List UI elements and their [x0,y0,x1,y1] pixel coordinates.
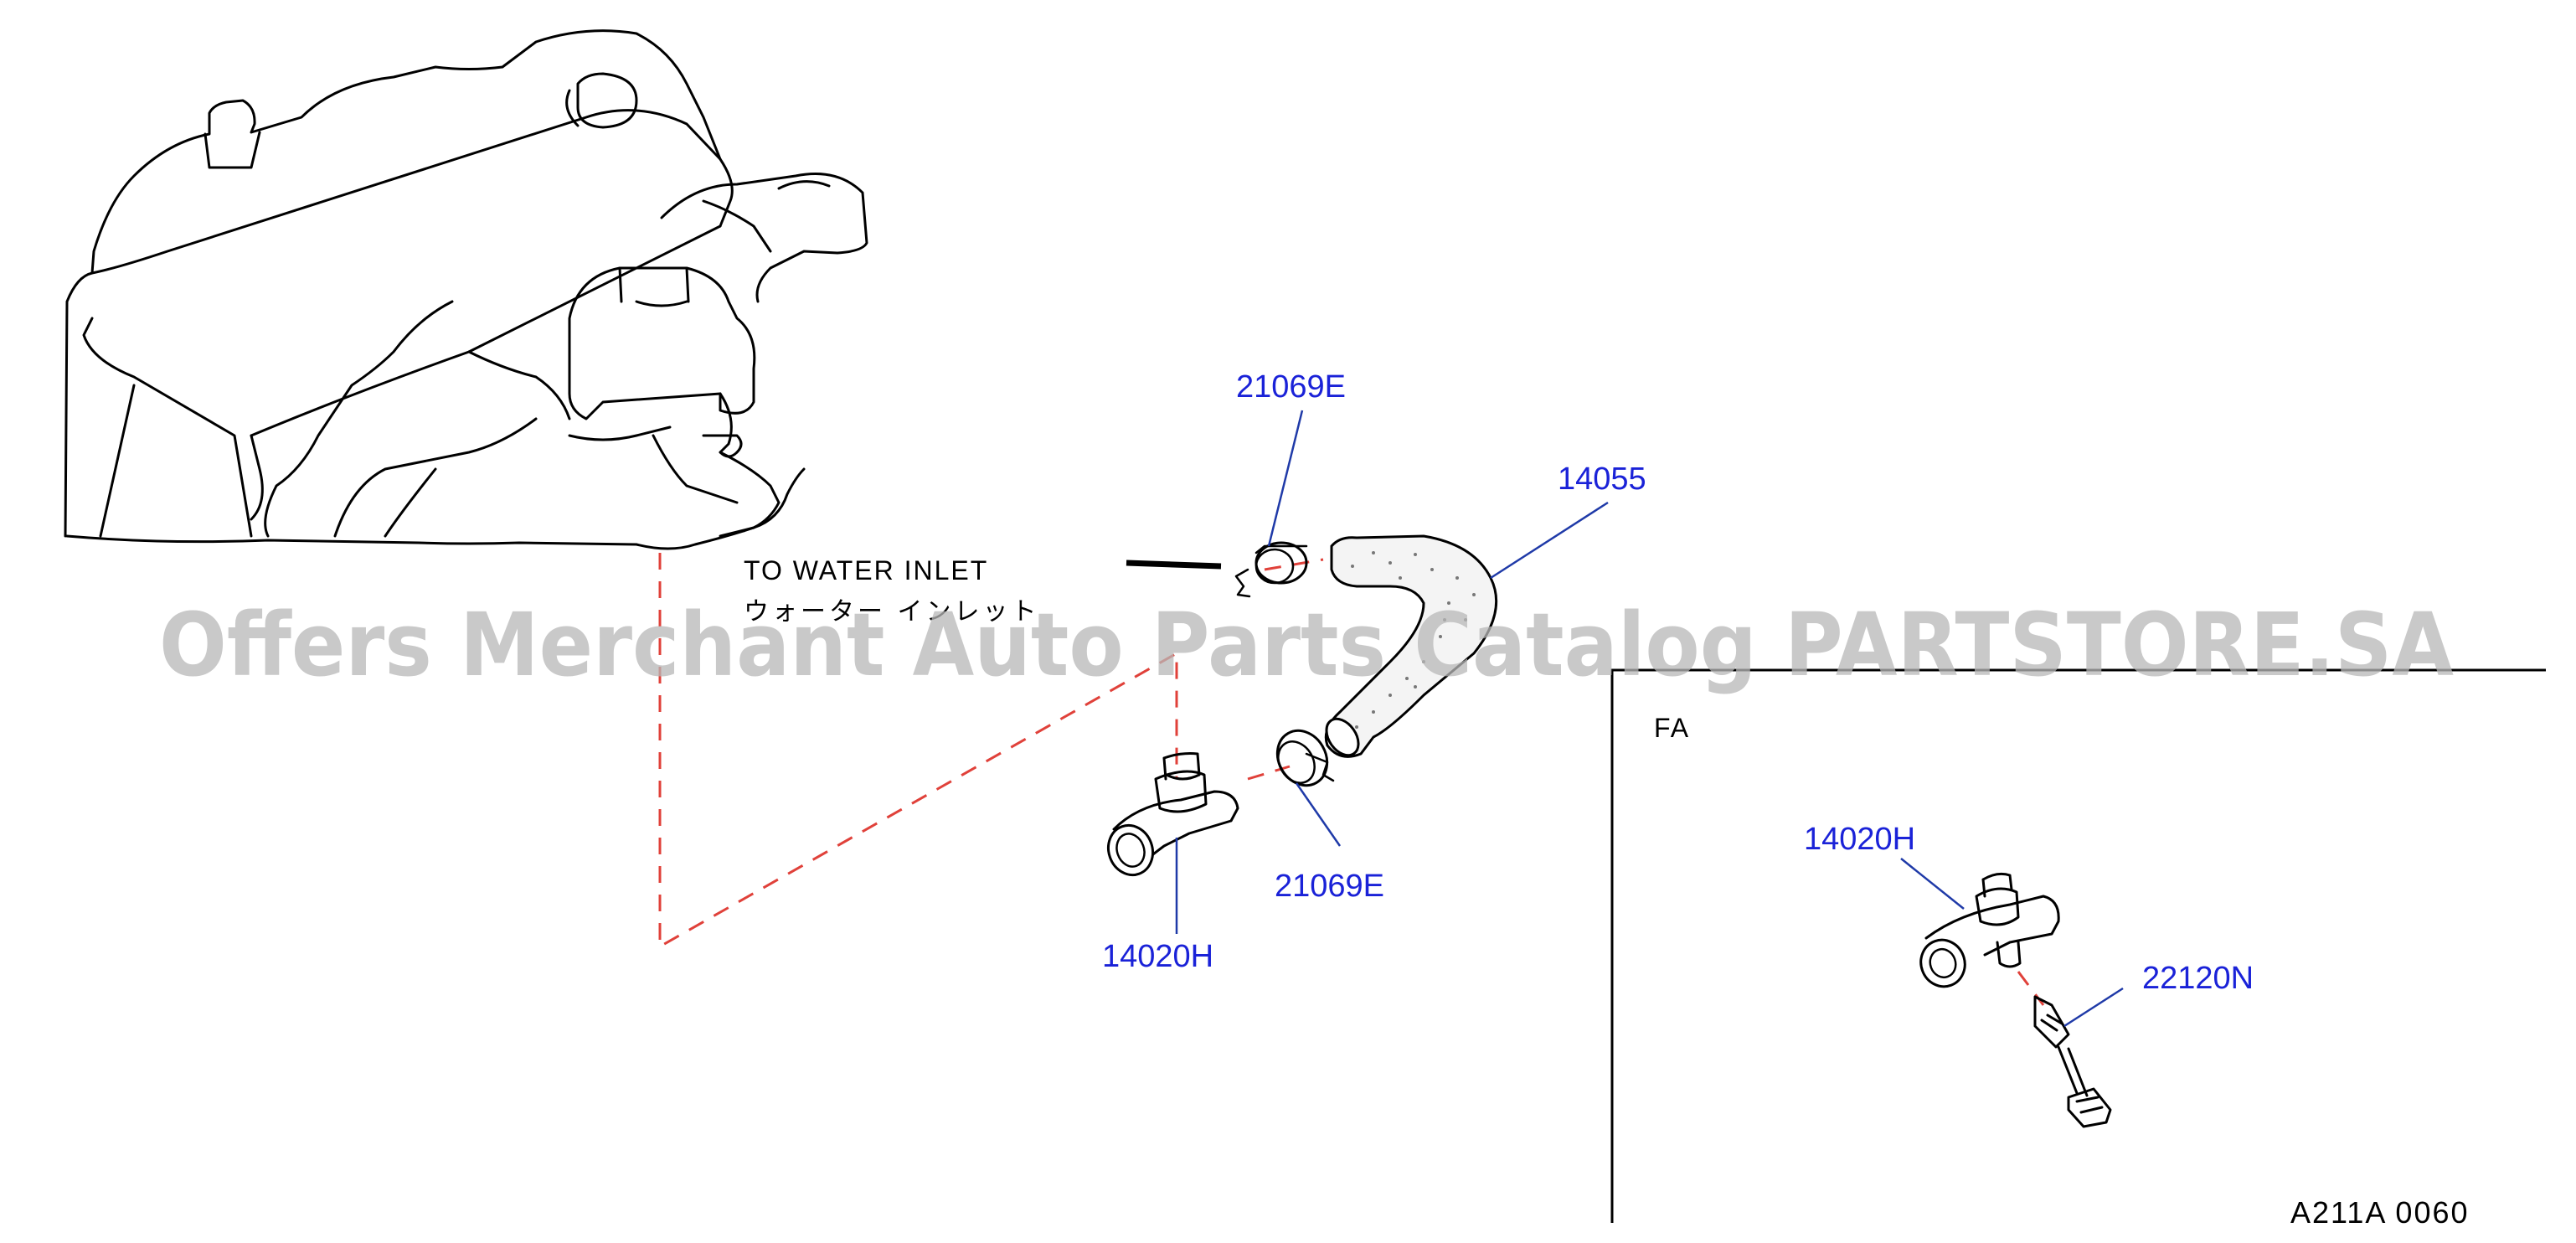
callout-clamp-lower[interactable]: 21069E [1275,869,1384,904]
sensor-fa-drawing [2033,995,2112,1128]
callout-tee-fa[interactable]: 14020H [1804,822,1915,857]
watermark: Offers Merchant Auto Parts Catalog PARTS… [159,594,2454,696]
callout-sensor-fa[interactable]: 22120N [2142,961,2254,996]
fa-section-label: FA [1654,713,1690,743]
tee-fa-drawing [1919,872,2060,988]
clamp-lower-drawing [1275,729,1335,787]
water-inlet-arrow [1126,560,1222,570]
hose-drawing [1324,534,1498,758]
callout-tee-main[interactable]: 14020H [1102,939,1213,974]
tee-main-drawing [1107,752,1239,877]
callout-clamp-upper[interactable]: 21069E [1236,369,1346,405]
leader-lines [1175,410,2124,1028]
fa-section-frame [1610,668,2546,1223]
hose-texture [1351,551,1476,729]
engine-drawing [64,29,868,550]
drawing-code: A211A 0060 [2290,1195,2470,1230]
callout-hose[interactable]: 14055 [1558,462,1646,497]
clamp-upper-drawing [1234,541,1308,598]
water-inlet-note-jp: ウォーター インレット [744,597,1040,627]
water-inlet-note: TO WATER INLET [744,555,988,585]
